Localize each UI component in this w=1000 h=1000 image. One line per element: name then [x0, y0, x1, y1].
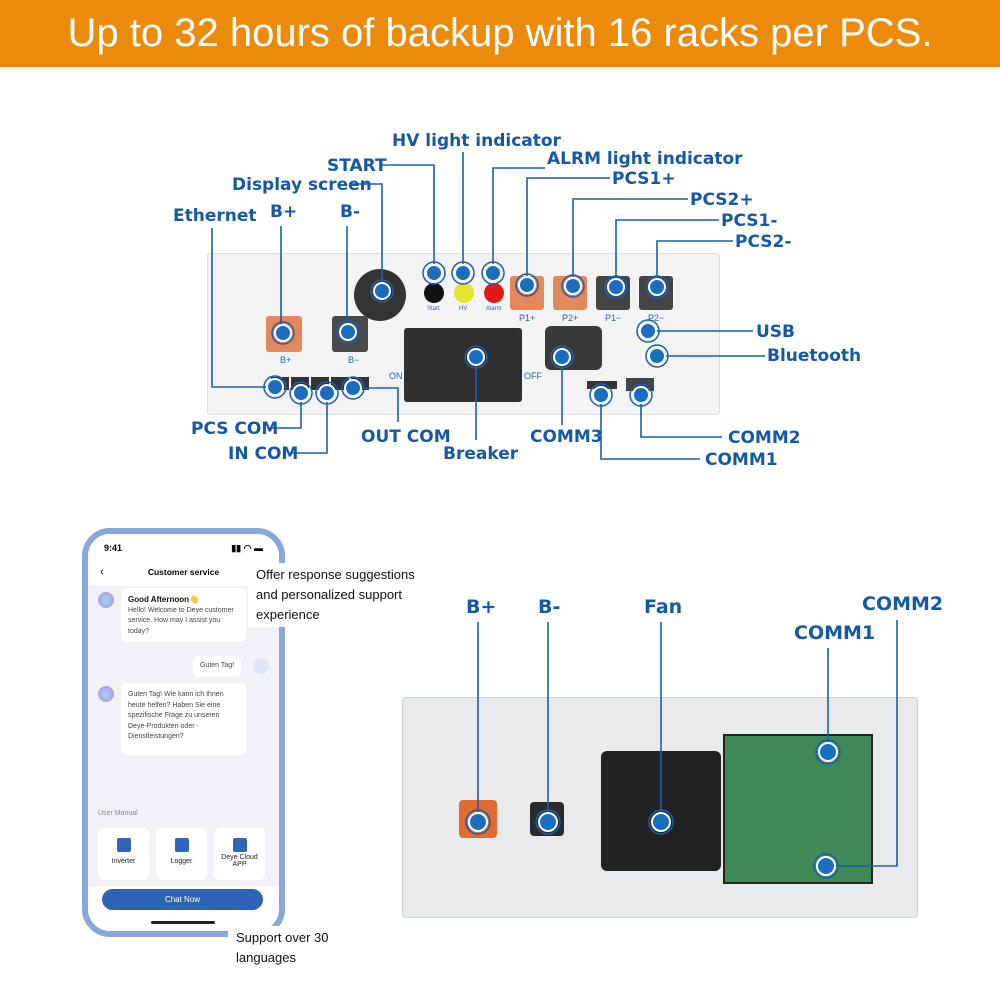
pcs2-plus-connector: [553, 276, 587, 310]
label-rear-b-plus: B+: [466, 596, 497, 618]
status-time: 9:41: [104, 543, 123, 553]
front-panel: Start HV Alarm P1+ P2+ P1− P2− B+ B− ON …: [207, 253, 720, 415]
cloud-icon: [232, 838, 247, 852]
label-alrm-indicator: ALRM light indicator: [547, 149, 743, 169]
hv-indicator: [454, 283, 474, 303]
label-breaker: Breaker: [443, 444, 519, 464]
card-deye-cloud[interactable]: Deye Cloud APP: [214, 828, 265, 880]
greeting-text: Hello! Welcome to Deye customer service.…: [128, 606, 234, 635]
user-message: Guten Tag!: [193, 656, 242, 677]
label-comm2: COMM2: [728, 428, 801, 448]
bot-message: Good Afternoon👋 Hello! Welcome to Deye cu…: [121, 588, 246, 642]
card-logger-label: Logger: [170, 858, 193, 865]
hv-mark: HV: [459, 306, 468, 312]
label-start: START: [327, 156, 387, 176]
tip-languages: Support over 30 languages: [228, 926, 358, 970]
chat-title: Customer service: [147, 567, 220, 577]
bp-mark: B+: [280, 355, 292, 365]
pcs1-minus-connector: [596, 276, 630, 310]
label-hv-indicator: HV light indicator: [392, 131, 561, 151]
label-comm3: COMM3: [530, 427, 603, 447]
user-manual-label: User Manual: [98, 810, 138, 817]
b-minus-connector: [332, 316, 368, 352]
tip-suggestions: Offer response suggestions and personali…: [248, 563, 433, 627]
bot-avatar-2: [98, 686, 114, 702]
b-plus-connector: [266, 316, 302, 352]
inverter-icon: [116, 838, 131, 852]
label-comm1: COMM1: [705, 450, 778, 470]
chat-header: ‹ Customer service: [88, 564, 279, 586]
user-avatar: [253, 658, 269, 674]
label-usb: USB: [756, 322, 796, 342]
label-pcs2-plus: PCS2+: [690, 190, 754, 210]
label-in-com: IN COM: [228, 444, 299, 464]
label-pcs1-plus: PCS1+: [612, 169, 676, 189]
logger-icon: [174, 838, 189, 852]
banner: Up to 32 hours of backup with 16 racks p…: [0, 0, 1000, 67]
pcb-board: [723, 734, 873, 884]
com-ports: [271, 377, 371, 390]
rear-panel: [402, 697, 918, 918]
label-ethernet: Ethernet: [173, 206, 257, 226]
bot-message-2: Guten Tag! Wie kann ich Ihnen heute helf…: [121, 683, 246, 755]
signal-battery-icon: ▮▮ ◠ ▬: [231, 543, 263, 553]
label-pcs2-minus: PCS2-: [735, 232, 792, 252]
off-mark: OFF: [524, 371, 542, 381]
on-mark: ON: [389, 371, 403, 381]
label-rear-b-minus: B-: [538, 596, 561, 618]
start-mark: Start: [427, 306, 440, 312]
alarm-mark: Alarm: [486, 306, 502, 312]
label-b-plus: B+: [270, 202, 298, 222]
p1p-mark: P1+: [519, 313, 536, 323]
back-icon[interactable]: ‹: [100, 566, 104, 578]
alarm-indicator: [484, 283, 504, 303]
fan: [601, 751, 721, 871]
card-logger[interactable]: Logger: [156, 828, 207, 880]
bm-mark: B−: [348, 355, 360, 365]
phone-mockup: 9:41 ▮▮ ◠ ▬ ‹ Customer service Good Aftern…: [82, 528, 285, 937]
b-plus-terminal: [459, 800, 497, 838]
banner-title: Up to 32 hours of backup with 16 racks p…: [67, 11, 933, 55]
label-rear-comm1: COMM1: [794, 622, 876, 644]
label-out-com: OUT COM: [361, 427, 451, 447]
label-display-screen: Display screen: [232, 175, 372, 195]
label-pcs-com: PCS COM: [191, 419, 279, 439]
label-fan: Fan: [644, 596, 683, 618]
p1m-mark: P1−: [605, 313, 622, 323]
pcs1-plus-connector: [510, 276, 544, 310]
card-inverter-label: Inverter: [111, 858, 136, 865]
greeting-title: Good Afternoon👋: [128, 595, 199, 604]
card-cloud-label: Deye Cloud APP: [221, 854, 258, 868]
home-indicator: [151, 921, 215, 924]
label-pcs1-minus: PCS1-: [721, 211, 778, 231]
chat-now-button[interactable]: Chat Now: [102, 889, 263, 910]
p2m-mark: P2−: [648, 313, 665, 323]
b-minus-terminal: [530, 802, 564, 836]
comm2-port: [626, 378, 654, 391]
comm1-port: [587, 381, 617, 389]
status-bar: 9:41 ▮▮ ◠ ▬: [88, 534, 279, 564]
breaker: [404, 328, 522, 402]
label-b-minus: B-: [340, 202, 361, 222]
card-inverter[interactable]: Inverter: [98, 828, 149, 880]
comm3-port: [545, 326, 602, 370]
label-bluetooth: Bluetooth: [767, 346, 862, 366]
display-screen: [354, 269, 406, 321]
p2p-mark: P2+: [562, 313, 579, 323]
bot-avatar: [98, 592, 114, 608]
start-button: [424, 283, 444, 303]
pcs2-minus-connector: [639, 276, 673, 310]
label-rear-comm2: COMM2: [862, 593, 944, 615]
